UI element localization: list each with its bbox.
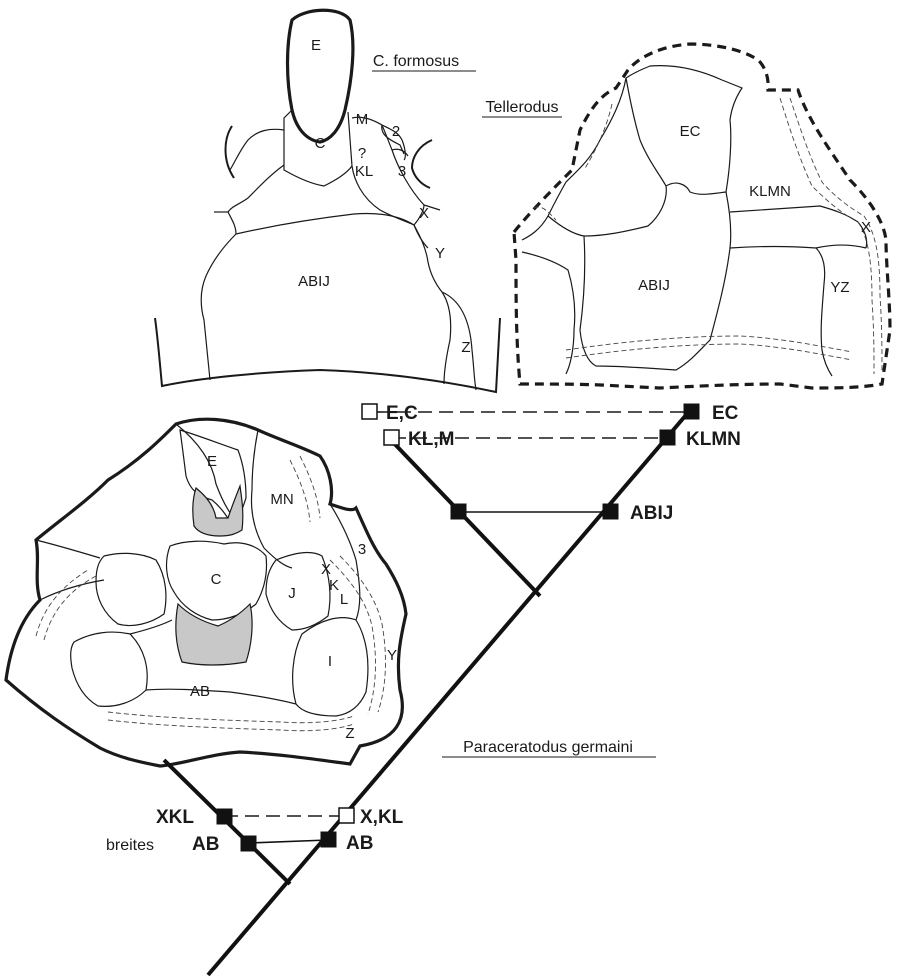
character-marker-EC-filled [684, 404, 699, 419]
character-marker-AB-right [321, 832, 336, 847]
tree-label-KL-M: KL,M [408, 429, 454, 450]
tellerodus-label-ABIJ: ABIJ [638, 277, 670, 294]
character-marker-AB-left [241, 836, 256, 851]
paraceratodus-label-X: X [321, 561, 331, 578]
species-label-tellerodus: Tellerodus [486, 99, 559, 116]
character-marker-XKL-filled [217, 809, 232, 824]
paraceratodus-label-3: 3 [358, 541, 366, 558]
paraceratodus-label-Y: Y [387, 647, 397, 664]
paraceratodus-label-MN: MN [270, 491, 293, 508]
tellerodus-label-EC: EC [680, 123, 701, 140]
formosus-label-question: ? [358, 145, 366, 162]
tree-label-AB-right: AB [346, 833, 373, 854]
paraceratodus-label-L: L [340, 591, 348, 608]
formosus-label-E: E [311, 37, 321, 54]
tree-label-breites: breites [106, 837, 154, 854]
species-label-paraceratodus: Paraceratodus germaini [463, 739, 633, 756]
paraceratodus-label-K: K [329, 577, 339, 594]
formosus-label-Z: Z [461, 339, 470, 356]
formosus-label-KL: KL [355, 163, 373, 180]
character-marker-KLMN-filled [660, 430, 675, 445]
paraceratodus-stippled-area-upper [193, 486, 243, 536]
tellerodus-label-KLMN: KLMN [749, 183, 791, 200]
formosus-bone-E-outline [288, 10, 353, 142]
formosus-label-C: C [315, 135, 326, 152]
character-marker-E-C-open [362, 404, 377, 419]
paraceratodus-stippled-area-lower [176, 604, 252, 665]
paraceratodus-label-AB: AB [190, 683, 210, 700]
tree-label-EC: EC [712, 403, 739, 424]
tree-label-X-KL: X,KL [360, 807, 404, 828]
formosus-label-ABIJ: ABIJ [298, 273, 330, 290]
paraceratodus-label-Z: Z [345, 725, 354, 742]
tree-label-XKL: XKL [156, 807, 194, 828]
tree-label-KLMN: KLMN [686, 429, 741, 450]
formosus-bone-ABIJ-outline [201, 234, 236, 380]
species-label-formosus: C. formosus [373, 53, 459, 70]
tellerodus-label-X: X [861, 219, 871, 236]
tellerodus-label-YZ: YZ [830, 279, 849, 296]
formosus-label-M: M [356, 111, 369, 128]
character-marker-ABIJ-right [603, 504, 618, 519]
formosus-label-X: X [419, 205, 429, 222]
paraceratodus-label-C: C [211, 571, 222, 588]
paraceratodus-label-J: J [288, 585, 296, 602]
character-marker-X-KL-open [339, 808, 354, 823]
paraceratodus-label-E: E [207, 453, 217, 470]
tree-label-AB-left: AB [192, 834, 219, 855]
cladogram [164, 408, 692, 975]
paraceratodus-label-I: I [328, 653, 332, 670]
formosus-label-3: 3 [398, 163, 406, 180]
formosus-label-Y: Y [435, 245, 445, 262]
character-marker-ABIJ-left [451, 504, 466, 519]
tree-label-E-C: E,C [386, 403, 418, 424]
tree-link-AB [248, 840, 328, 843]
character-marker-KL-M-open [384, 430, 399, 445]
tellerodus-skull-drawing [514, 44, 890, 388]
tree-label-ABIJ: ABIJ [630, 503, 673, 524]
formosus-label-2: 2 [392, 123, 400, 140]
